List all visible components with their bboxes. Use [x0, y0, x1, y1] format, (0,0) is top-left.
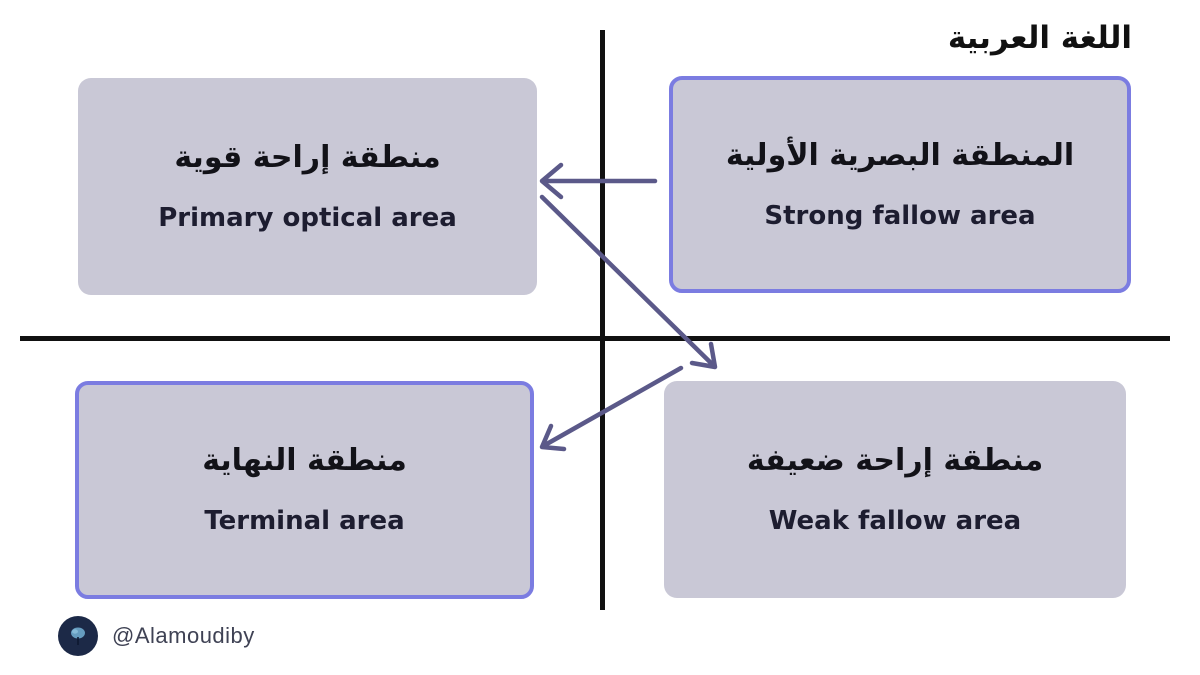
avatar [58, 616, 98, 656]
author-watermark: @Alamoudiby [58, 616, 255, 656]
quadrant-arabic-label: المنطقة البصرية الأولية [725, 137, 1075, 173]
quadrant-arabic-label: منطقة إراحة ضعيفة [746, 442, 1044, 478]
quadrant-arabic-label: منطقة النهاية [202, 443, 407, 479]
horizontal-divider-line [20, 336, 1170, 341]
author-handle: @Alamoudiby [112, 623, 255, 648]
quadrant-terminal-area: منطقة النهاية Terminal area [75, 381, 534, 599]
quadrant-english-label: Terminal area [204, 506, 405, 537]
quadrant-primary-optical-area: منطقة إراحة قوية Primary optical area [78, 78, 537, 295]
quadrant-english-label: Primary optical area [158, 202, 457, 233]
quadrant-weak-fallow-area: منطقة إراحة ضعيفة Weak fallow area [664, 381, 1126, 598]
quadrant-arabic-label: منطقة إراحة قوية [174, 139, 441, 175]
arrow-right-to-left-icon [539, 162, 658, 200]
quadrant-strong-fallow-area: المنطقة البصرية الأولية Strong fallow ar… [669, 76, 1131, 293]
arrow-diagonal-down-left-icon [539, 365, 684, 452]
diagram-title: اللغة العربية [947, 20, 1132, 56]
vertical-divider-line [600, 30, 605, 610]
quadrant-english-label: Weak fallow area [768, 505, 1022, 536]
quadrant-english-label: Strong fallow area [764, 200, 1036, 231]
